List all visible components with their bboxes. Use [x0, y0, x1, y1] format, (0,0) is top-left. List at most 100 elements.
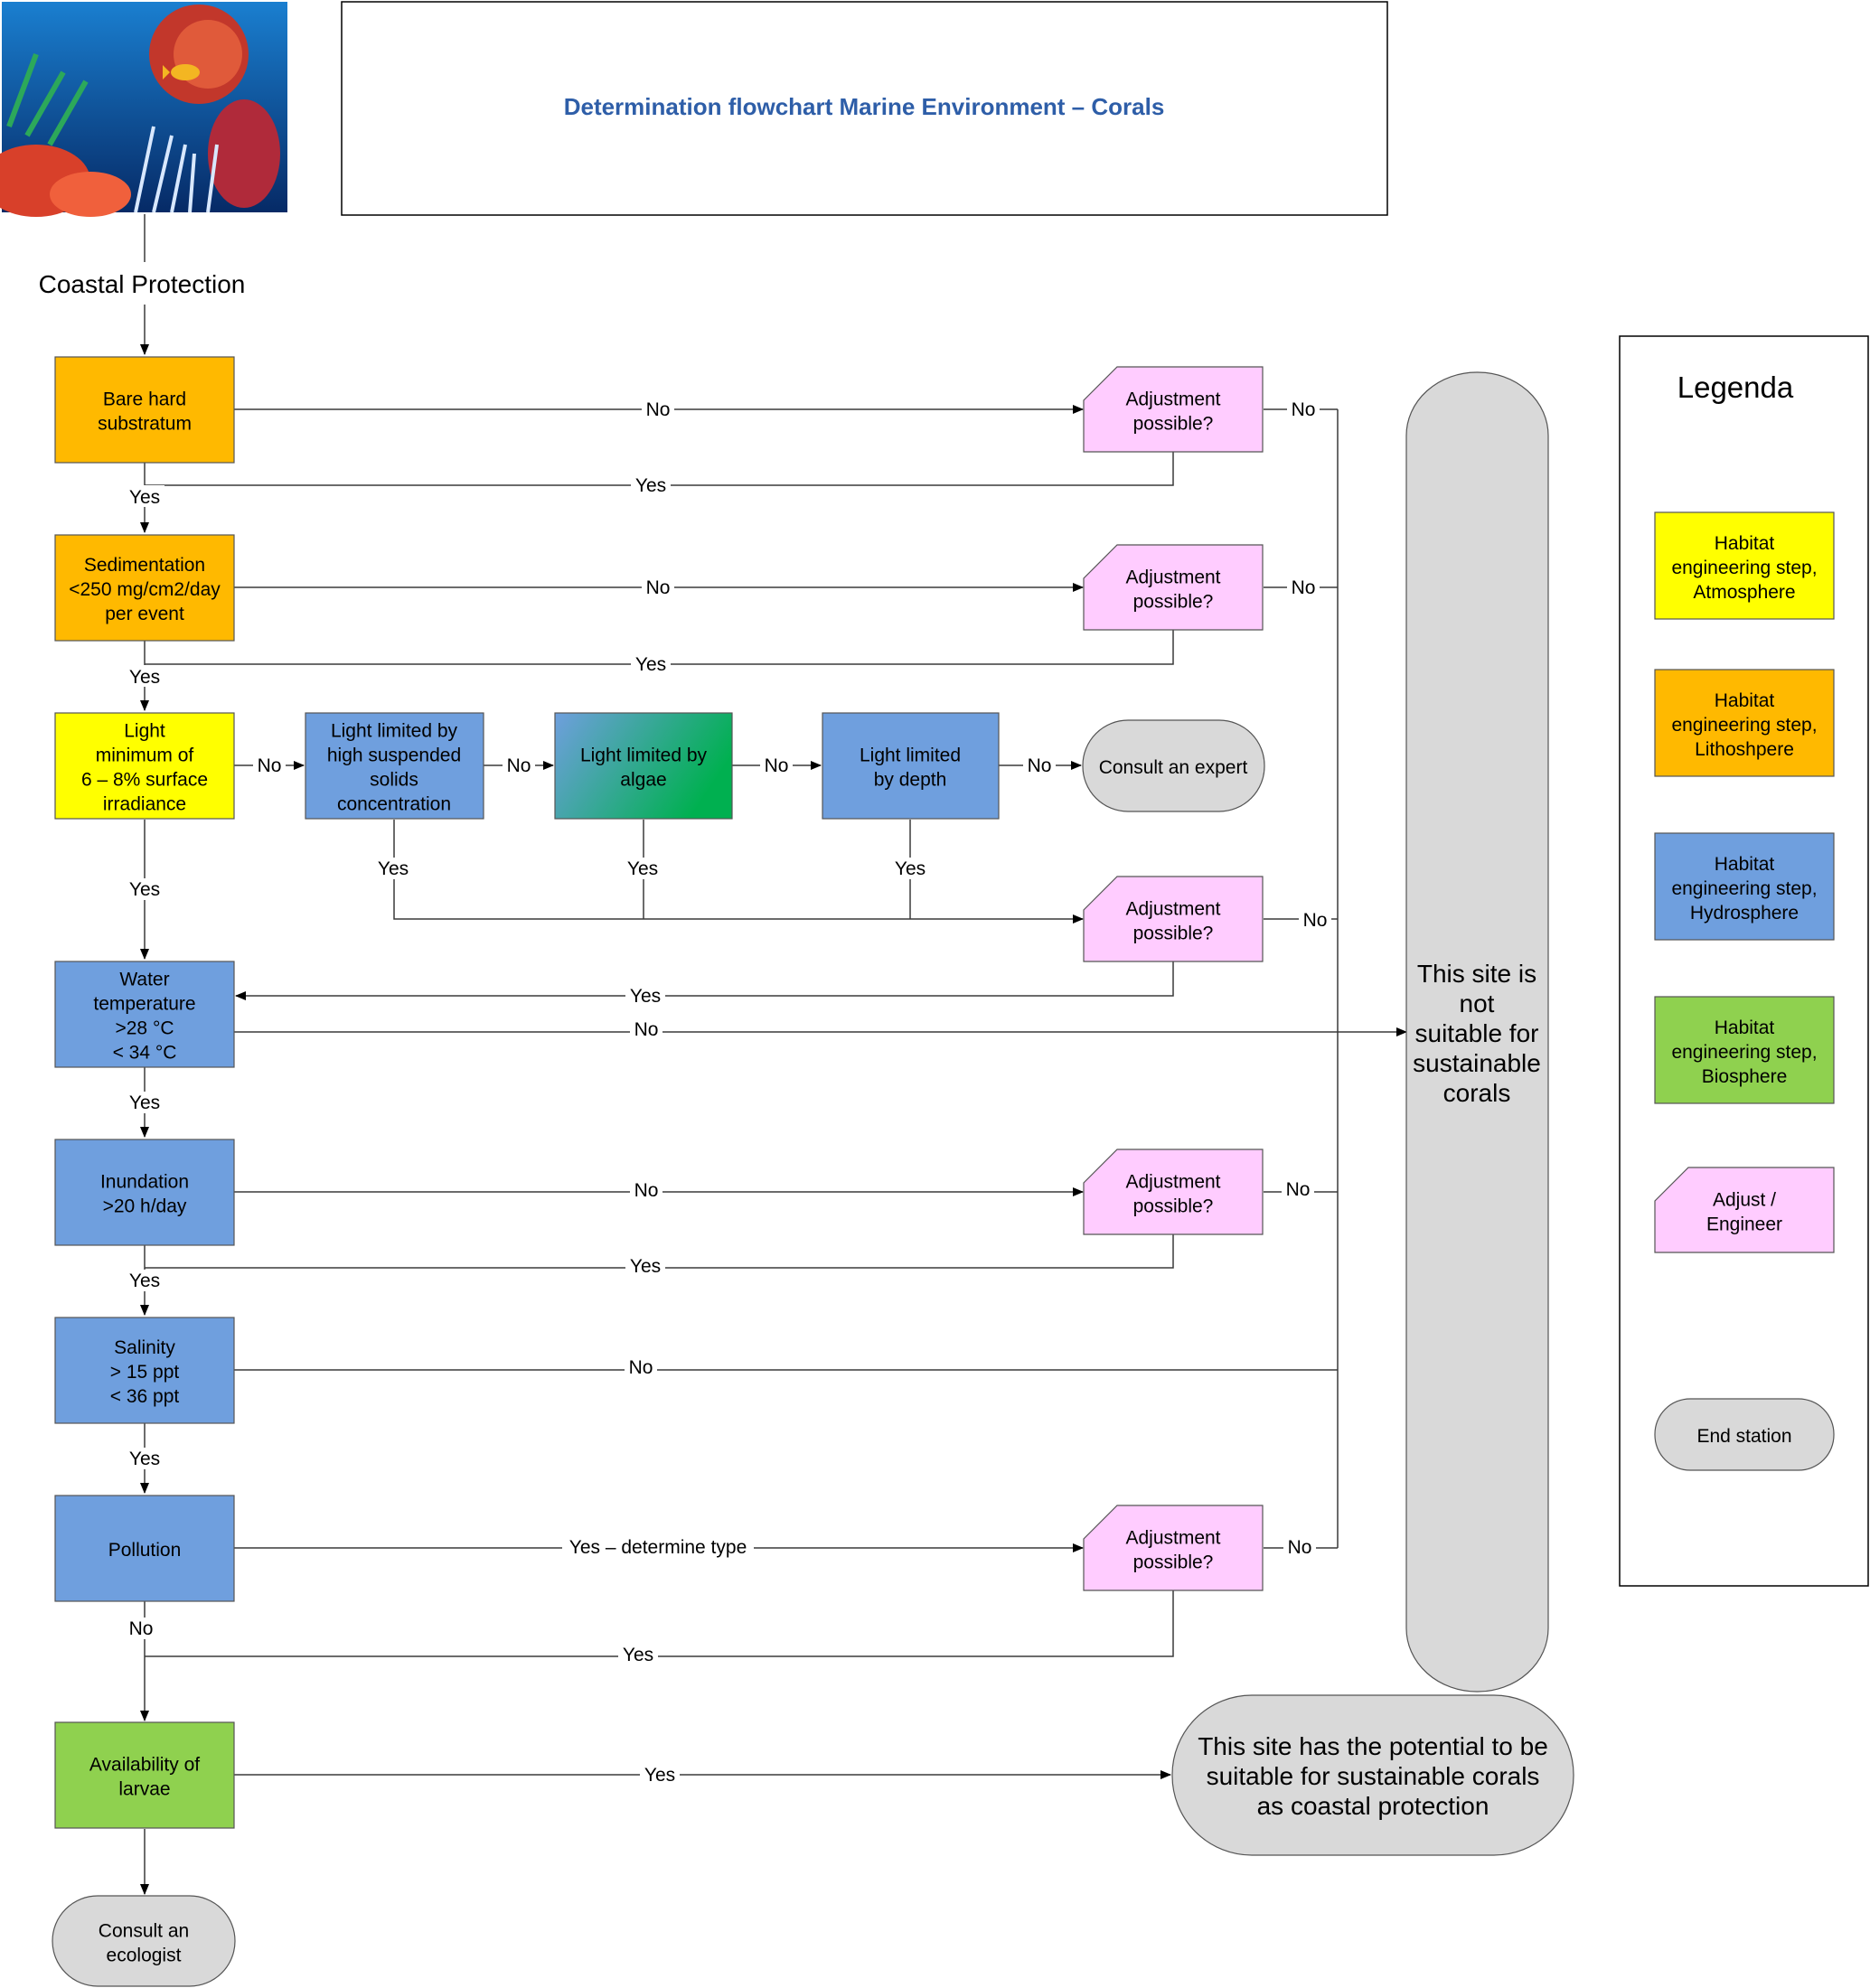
svg-text:No: No [765, 755, 789, 776]
svg-text:Yes: Yes [895, 858, 926, 879]
node-inundation: Inundation>20 h/day [54, 1139, 235, 1246]
svg-text:No: No [1028, 755, 1052, 776]
svg-text:Yes: Yes [378, 858, 409, 879]
edge-label-adj3-no: No [1299, 908, 1331, 931]
legend-end-station: End station [1654, 1398, 1835, 1471]
legend-label: End station [1696, 1426, 1791, 1447]
title-box [341, 1, 1388, 216]
edge-label-water-no: No [630, 1019, 662, 1041]
svg-text:No: No [646, 399, 671, 420]
node-label: Pollution [108, 1540, 182, 1561]
svg-text:No: No [634, 1180, 659, 1201]
legend-adjust: Adjust /Engineer [1654, 1167, 1835, 1253]
edge-label-light-no: No [253, 754, 286, 776]
edge-label-adj4-yes: Yes [625, 1256, 665, 1278]
edge-label-sal-yes: Yes [125, 1448, 164, 1469]
svg-text:Yes: Yes [129, 1271, 160, 1291]
edge-label-bare-yes: Yes [125, 485, 164, 508]
svg-text:No: No [1292, 577, 1316, 598]
svg-text:No: No [646, 577, 671, 598]
edge-label-sed-no: No [642, 576, 674, 598]
edge-label-adj3-yes: Yes [625, 985, 665, 1007]
svg-text:Yes: Yes [129, 487, 160, 508]
svg-text:No: No [1288, 1537, 1312, 1558]
edge-label-adj2-no: No [1287, 576, 1320, 598]
legend-label: Adjust /Engineer [1706, 1189, 1782, 1234]
svg-text:Yes: Yes [630, 1256, 661, 1277]
svg-text:Yes: Yes [129, 1449, 160, 1469]
node-label: Inundation>20 h/day [100, 1171, 189, 1216]
edge-label-adj5-no: No [1283, 1536, 1316, 1558]
coral-reef-photo [0, 2, 287, 217]
edge-label-adj2-yes: Yes [631, 652, 671, 675]
svg-text:Yes: Yes [129, 1092, 160, 1113]
svg-text:Yes: Yes [630, 986, 661, 1007]
edge-label-adj5-yes: Yes [618, 1645, 658, 1666]
svg-text:Yes: Yes [623, 1645, 653, 1665]
svg-text:No: No [129, 1618, 154, 1639]
node-pollution: Pollution [54, 1495, 235, 1602]
edge-label-water-yes: Yes [125, 1092, 164, 1113]
edge-labels: No No Yes Yes No No Yes Yes No No No No … [125, 398, 1331, 1786]
edge-label-adj1-no: No [1287, 398, 1320, 420]
edge-label-inund-yes: Yes [125, 1270, 164, 1291]
edge-label-light-yes: Yes [125, 878, 164, 900]
svg-text:No: No [629, 1357, 653, 1378]
edge-label-lhss-yes: Yes [372, 858, 414, 879]
edge-label-lalg-yes: Yes [622, 858, 663, 879]
svg-text:Yes: Yes [635, 475, 666, 496]
svg-text:Yes: Yes [635, 654, 666, 675]
edge-label-sed-yes: Yes [125, 665, 164, 688]
svg-text:No: No [258, 755, 282, 776]
edge-label-poll-yes: Yes – determine type [562, 1536, 754, 1558]
legend-title: Legenda [1677, 370, 1794, 404]
edges [140, 305, 1407, 1895]
edge-label-poll-no: No [125, 1618, 157, 1639]
svg-text:No: No [507, 755, 531, 776]
svg-text:No: No [634, 1019, 659, 1040]
edge-label-lhss-no: No [503, 754, 535, 776]
svg-text:No: No [1286, 1179, 1311, 1200]
svg-text:Yes: Yes [627, 858, 658, 879]
edge-label-adj4-no: No [1282, 1178, 1314, 1200]
svg-text:Yes – determine type: Yes – determine type [569, 1537, 747, 1558]
svg-text:No: No [1292, 399, 1316, 420]
node-label: Consult an expert [1099, 757, 1248, 778]
